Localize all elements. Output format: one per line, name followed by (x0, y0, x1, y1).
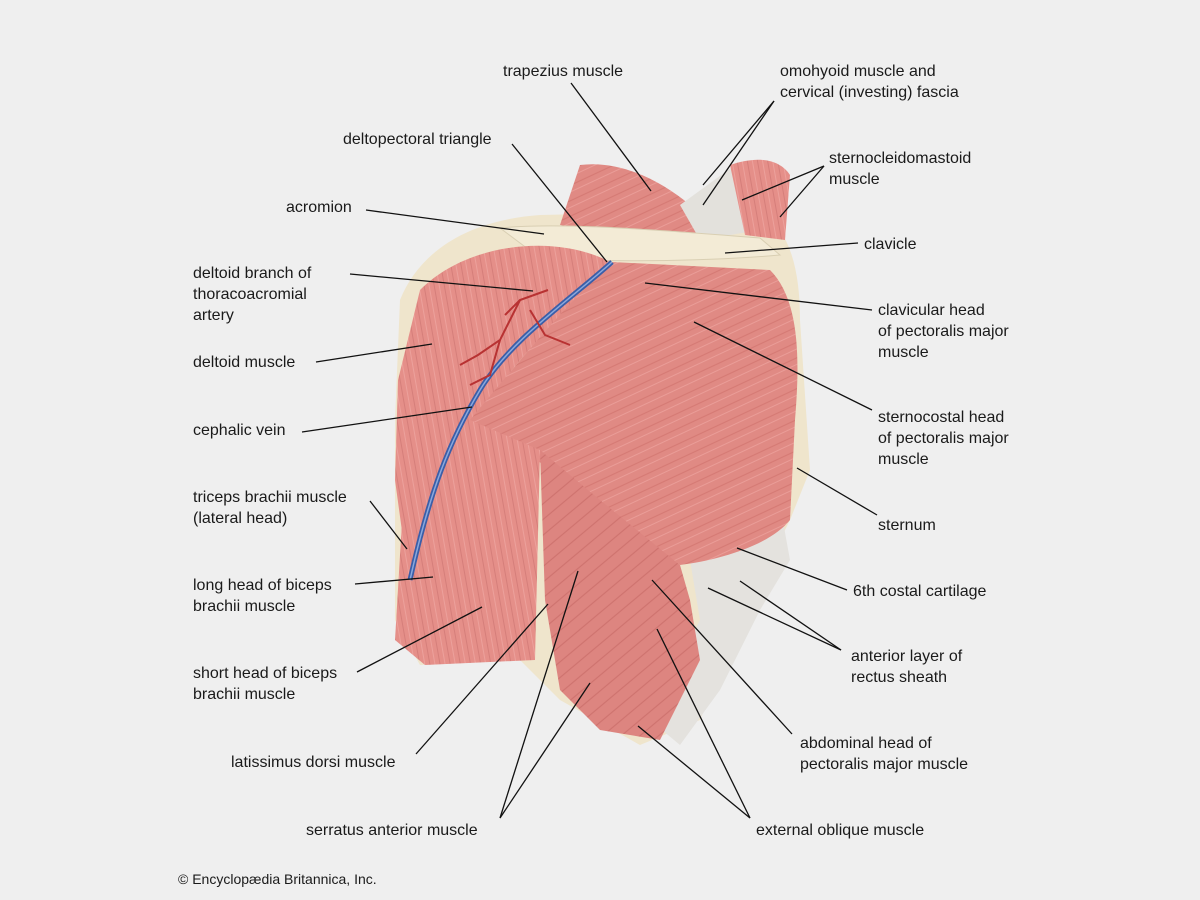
label-deltopectoral-triangle: deltopectoral triangle (343, 131, 492, 148)
label-sternum: sternum (878, 517, 936, 534)
label-sternocostal-head-line2: of pectoralis major (878, 430, 1009, 447)
label-long-head-biceps-line1: long head of biceps (193, 577, 332, 594)
label-deltoid-muscle: deltoid muscle (193, 354, 296, 371)
label-latissimus-dorsi: latissimus dorsi muscle (231, 754, 396, 771)
scm-shape (730, 159, 790, 240)
copyright-credit: © Encyclopædia Britannica, Inc. (178, 871, 377, 887)
label-long-head-biceps-line2: brachii muscle (193, 598, 296, 615)
label-triceps-line1: triceps brachii muscle (193, 489, 347, 506)
label-cephalic-vein: cephalic vein (193, 422, 286, 439)
label-deltoid-branch-line1: deltoid branch of (193, 265, 312, 282)
label-short-head-biceps-line1: short head of biceps (193, 665, 338, 682)
trapezius-shape (560, 164, 700, 240)
artery-branches (459, 289, 571, 386)
label-clavicular-head-line3: muscle (878, 344, 929, 361)
label-sternocostal-head-line3: muscle (878, 451, 929, 468)
arm-shape (395, 420, 540, 665)
label-trapezius-muscle: trapezius muscle (503, 63, 624, 80)
label-clavicular-head-line1: clavicular head (878, 302, 985, 319)
label-abdominal-head-line1: abdominal head of (800, 735, 932, 752)
label-rectus-sheath-line2: rectus sheath (851, 669, 948, 686)
label-omohyoid-line2: cervical (investing) fascia (780, 84, 959, 101)
label-short-head-biceps-line2: brachii muscle (193, 686, 296, 703)
label-external-oblique: external oblique muscle (756, 822, 925, 839)
label-clavicle: clavicle (864, 236, 917, 253)
label-sternocleidomastoid-line1: sternocleidomastoid (829, 150, 972, 167)
trunk-muscles-shape (540, 450, 700, 740)
label-triceps-line2: (lateral head) (193, 510, 288, 527)
label-6th-costal-cartilage: 6th costal cartilage (853, 583, 987, 600)
label-omohyoid-line1: omohyoid muscle and (780, 63, 936, 80)
label-rectus-sheath-line1: anterior layer of (851, 648, 963, 665)
leader-lines (301, 82, 878, 819)
label-deltoid-branch-line3: artery (193, 307, 234, 324)
label-sternocostal-head-line1: sternocostal head (878, 409, 1005, 426)
label-abdominal-head-line2: pectoralis major muscle (800, 756, 969, 773)
label-sternocleidomastoid-line2: muscle (829, 171, 880, 188)
label-deltoid-branch-line2: thoracoacromial (193, 286, 307, 303)
label-serratus-anterior: serratus anterior muscle (306, 822, 478, 839)
label-clavicular-head-line2: of pectoralis major (878, 323, 1009, 340)
label-acromion: acromion (286, 199, 352, 216)
